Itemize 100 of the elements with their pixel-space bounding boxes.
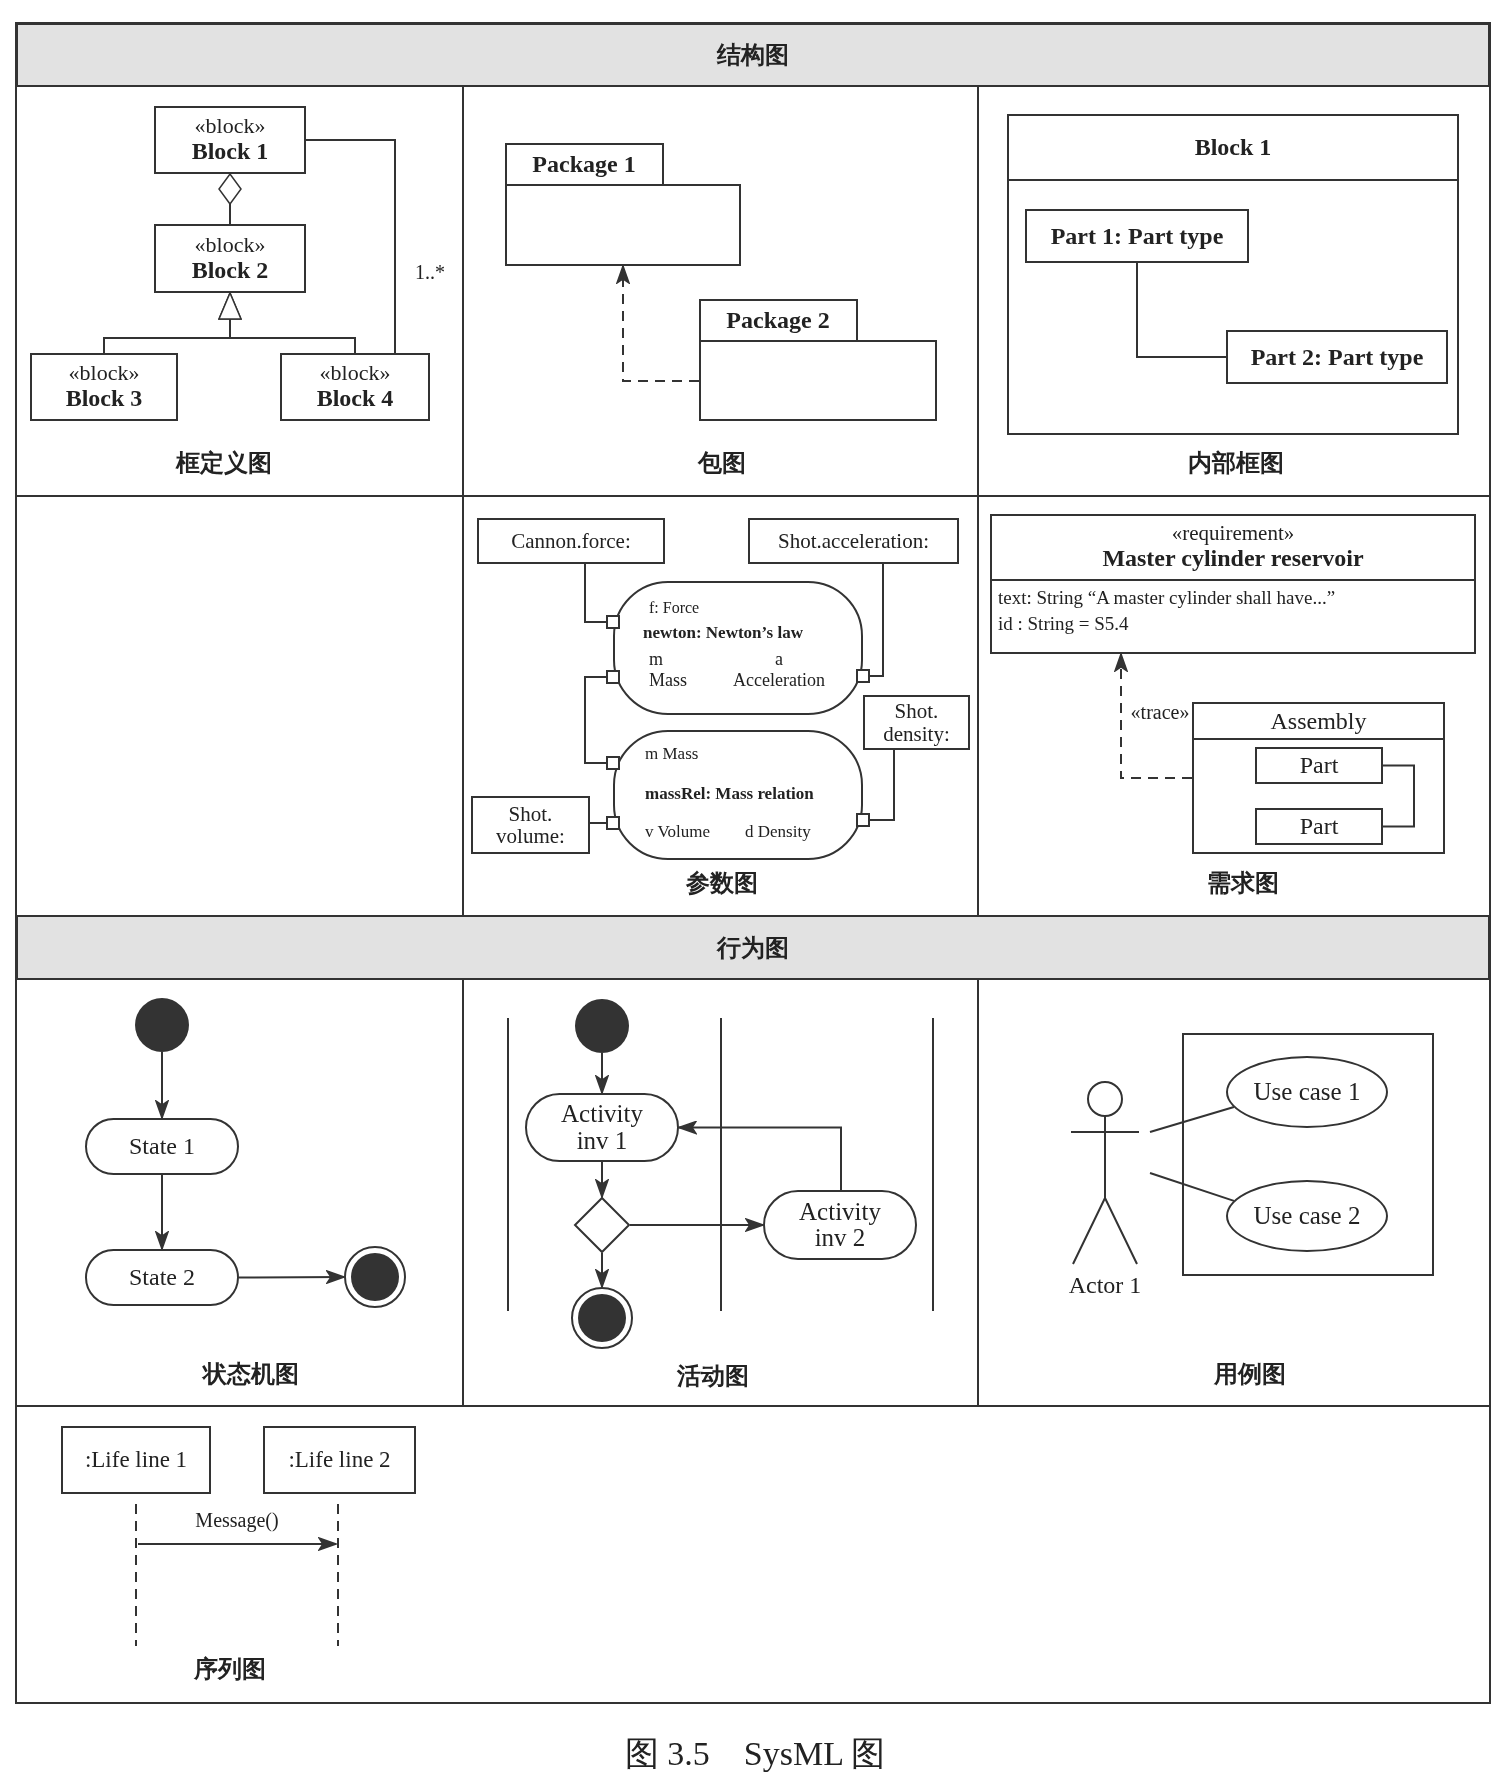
stereotype-text: «block»: [194, 232, 266, 257]
package-name: Package 1: [531, 150, 637, 179]
panel-title: 需求图: [1207, 868, 1279, 899]
initial-node: [135, 998, 189, 1052]
lifeline: [134, 1504, 138, 1646]
panel-title: 框定义图: [176, 448, 272, 479]
connector-line: [1382, 764, 1415, 828]
lifeline-head: [61, 1426, 211, 1494]
part-box: [1226, 330, 1448, 384]
panel-title: 参数图: [686, 868, 758, 899]
connector-line: [589, 822, 607, 824]
block-name: Block 2: [191, 256, 269, 285]
arrow: [155, 1051, 169, 1119]
block-name: Block 3: [65, 385, 143, 413]
stereotype-text: «block»: [194, 114, 266, 139]
initial-node: [575, 999, 629, 1053]
value-box: [477, 518, 665, 564]
arrow: [155, 1174, 169, 1250]
state-box: [85, 1118, 239, 1175]
panel-title: 活动图: [677, 1361, 749, 1392]
part-box: [1255, 747, 1383, 784]
arrow: [616, 265, 700, 382]
part-name: Part 1: Part type: [1050, 222, 1224, 250]
port-square: [856, 669, 870, 683]
lifeline: [336, 1504, 340, 1646]
connector-line: [869, 563, 884, 677]
block-box: [154, 106, 306, 174]
value-name: Shot. density:: [883, 700, 950, 745]
block-name: Block 4: [316, 385, 394, 413]
block-box: [30, 353, 178, 421]
panel-title: 用例图: [1214, 1359, 1286, 1390]
use-case-ellipse: [1226, 1056, 1388, 1128]
port-square: [606, 615, 620, 629]
value-box: [748, 518, 959, 564]
stereotype-text: «block»: [319, 361, 391, 386]
port-square: [606, 670, 620, 684]
panel-title: 状态机图: [203, 1359, 299, 1390]
connector-line: [584, 676, 607, 764]
panel-title: 包图: [698, 448, 746, 479]
use-case-name: Use case 1: [1253, 1078, 1361, 1106]
part-name: Part: [1299, 813, 1339, 840]
value-box: [863, 695, 970, 750]
value-box: [471, 796, 590, 854]
arrow: [678, 1120, 842, 1191]
system-boundary: [1182, 1033, 1434, 1276]
port-square: [856, 813, 870, 827]
connector-line: [1149, 1106, 1235, 1133]
package-shape: [699, 299, 937, 421]
section-title: 行为图: [717, 932, 789, 964]
decision-diamond: [574, 1197, 630, 1253]
stereotype-text: «block»: [68, 361, 140, 386]
block-frame: [1007, 114, 1459, 435]
connector-line: [869, 749, 895, 821]
attribute-text: v Volume: [645, 822, 711, 842]
block-name: Block 1: [191, 138, 269, 166]
attribute-text: a Acceleration: [733, 649, 825, 691]
requirement-box: [990, 514, 1476, 654]
arrow: [137, 1537, 337, 1551]
value-name: Cannon.force:: [511, 528, 631, 554]
requirement-name: Master cylinder reservoir: [1102, 545, 1364, 573]
part-box: [1255, 808, 1383, 845]
assembly-block: [1192, 702, 1445, 854]
part-name: Part: [1299, 752, 1339, 779]
attribute-text: text: String “A master cylinder shall have...”: [998, 586, 1336, 610]
port-square: [606, 756, 620, 770]
section-band: [16, 23, 1490, 87]
arrow: [595, 1052, 609, 1094]
attribute-text: m Mass: [649, 649, 687, 691]
use-case-name: Use case 2: [1253, 1202, 1361, 1230]
action-box: [525, 1093, 679, 1162]
figure-caption: 图 3.5 SysML 图: [624, 1734, 886, 1774]
panel-title: 内部框图: [1188, 448, 1284, 479]
connector-line: [1149, 1172, 1235, 1202]
connector-line: [305, 139, 396, 354]
port-square: [606, 816, 620, 830]
arrow: [238, 1270, 345, 1284]
constraint-name: massRel: Mass relation: [645, 784, 814, 804]
arrow: [1114, 653, 1193, 779]
package-shape: [505, 143, 741, 266]
part-box: [1025, 209, 1249, 263]
action-name: Activity inv 1: [560, 1101, 644, 1154]
value-name: Shot.acceleration:: [778, 528, 929, 554]
part-name: Part 2: Part type: [1250, 343, 1424, 371]
package-name: Package 2: [725, 306, 831, 335]
attribute-text: d Density: [745, 822, 811, 842]
block-name: Assembly: [1269, 706, 1368, 736]
final-node: [344, 1246, 406, 1308]
final-node: [571, 1287, 633, 1349]
arrow: [595, 1252, 609, 1288]
lifeline-name: :Life line 2: [288, 1447, 391, 1473]
state-name: State 1: [129, 1133, 195, 1160]
arrow: [218, 292, 356, 354]
arrow: [595, 1161, 609, 1198]
constraint-name: newton: Newton’s law: [643, 623, 803, 643]
block-name: Block 1: [1193, 133, 1273, 162]
panel-title: 序列图: [194, 1654, 266, 1685]
attribute-text: f: Force: [649, 599, 700, 617]
state-box: [85, 1249, 239, 1306]
connector-line: [584, 563, 607, 623]
state-name: State 2: [129, 1264, 195, 1291]
